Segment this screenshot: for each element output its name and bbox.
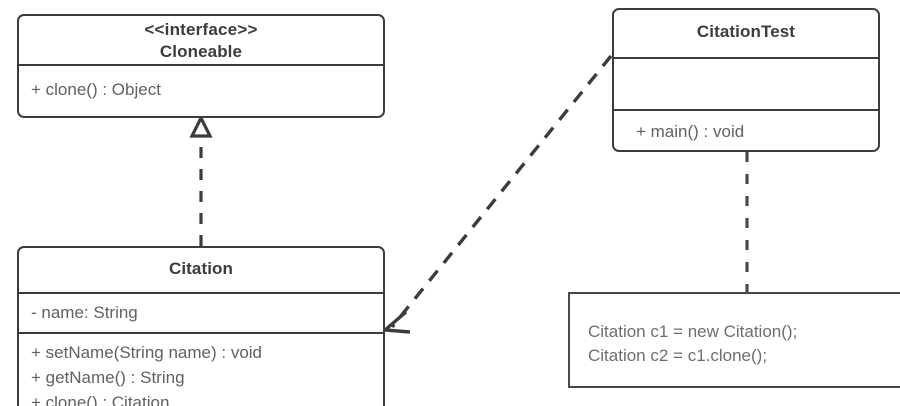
method-compartment-citation: + setName(String name) : void + getName(… xyxy=(19,332,383,406)
class-name-label: Cloneable xyxy=(159,42,243,61)
realization-edge-citation-to-cloneable xyxy=(189,114,213,246)
method-item: + main() : void xyxy=(636,122,745,141)
class-title-citationtest: CitationTest xyxy=(614,10,878,57)
attribute-item: - name: String xyxy=(31,303,138,322)
method-compartment-cloneable: + clone() : Object xyxy=(19,64,383,117)
method-item: + getName() : String xyxy=(31,368,185,387)
attribute-compartment-citationtest xyxy=(614,57,878,109)
note-line: Citation c2 = c1.clone(); xyxy=(588,346,768,365)
attribute-compartment-citation: - name: String xyxy=(19,292,383,332)
class-box-citationtest[interactable]: CitationTest + main() : void xyxy=(612,8,880,152)
class-title-citation: Citation xyxy=(19,248,383,292)
method-item: + clone() : Object xyxy=(31,80,161,99)
method-item: + setName(String name) : void xyxy=(31,343,263,362)
class-box-citation[interactable]: Citation - name: String + setName(String… xyxy=(17,246,385,406)
method-item: + clone() : Citation xyxy=(31,393,170,406)
dependency-edge-citationtest-to-citation xyxy=(380,54,613,334)
class-box-cloneable[interactable]: <<interface>> Cloneable + clone() : Obje… xyxy=(17,14,385,118)
stereotype-label: <<interface>> xyxy=(144,20,258,39)
class-name-label: CitationTest xyxy=(696,22,796,41)
class-title-cloneable: <<interface>> Cloneable xyxy=(19,16,383,64)
class-name-label: Citation xyxy=(168,259,234,278)
note-line: Citation c1 = new Citation(); xyxy=(588,322,798,341)
note-box[interactable]: Citation c1 = new Citation(); Citation c… xyxy=(568,292,900,388)
method-compartment-citationtest: + main() : void xyxy=(614,109,878,154)
